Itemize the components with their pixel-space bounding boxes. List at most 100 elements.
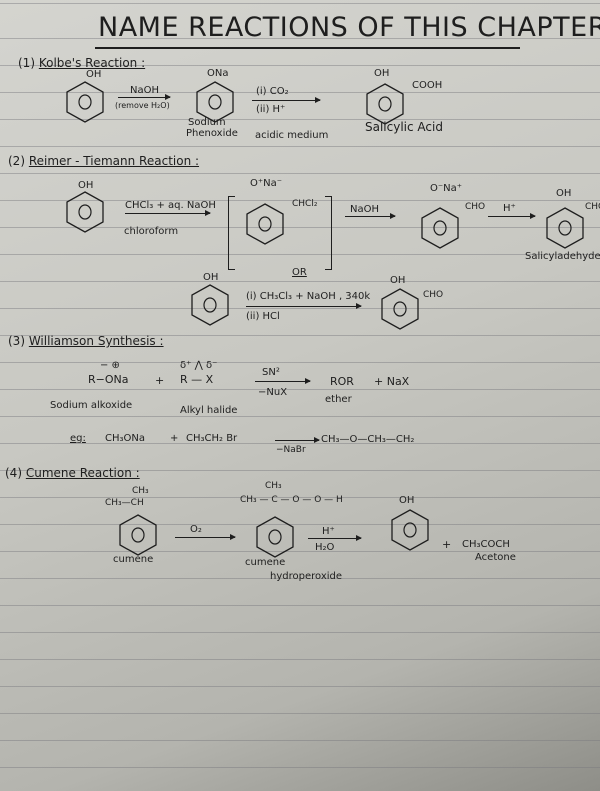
plus-sign: + [155,374,165,387]
williamson-heading: (3) Williamson Synthesis : [8,335,164,347]
cooh-group: COOH [412,80,443,91]
label: Sodium alkoxide [50,400,133,411]
benzene-ring [65,190,105,234]
reaction-arrow [125,210,211,216]
section-number: (2) [8,154,25,168]
product: CH₃COCH [462,539,510,550]
reagent: H⁺ [322,526,335,537]
left-bracket [228,196,235,270]
reagent: (ii) HCl [246,311,280,322]
ch3-group: CH₃ [265,481,282,491]
reaction-arrow [345,213,396,219]
oh-group: OH [374,68,390,79]
reaction-arrow [118,94,171,100]
partial-charges: δ⁺ ⋀ δ⁻ [180,360,218,371]
product: + NaX [374,375,410,388]
benzene-ring [65,80,105,124]
label: cumene [113,554,154,565]
reaction-arrow [308,535,362,541]
cumene-heading: (4) Cumene Reaction : [5,467,140,479]
ona-group: O⁻Na⁺ [430,183,463,194]
benzene-ring [390,508,430,552]
product-name: Salicyladehyde [525,251,600,262]
reimer-heading: (2) Reimer - Tiemann Reaction : [8,155,199,167]
reaction-arrow [488,213,536,219]
isopropyl-group: CH₃—CH [105,498,144,508]
section-title: Williamson Synthesis : [28,334,164,348]
oh-group: OH [390,275,406,286]
benzene-ring [195,80,235,124]
example-label: eg: [70,433,86,444]
reaction-arrow [255,378,311,384]
section-title: Kolbe's Reaction : [38,56,146,70]
reactant: CH₃CH₂ Br [186,433,238,444]
reaction-arrow [275,437,320,443]
benzene-ring [190,283,230,327]
benzene-ring [255,515,295,559]
or-label: OR [292,267,307,278]
reactant: R — X [180,373,214,386]
benzene-ring [545,206,585,250]
benzene-ring [118,513,158,557]
right-bracket [325,196,332,270]
title-underline [95,47,520,49]
cho-group: CHO [585,202,600,212]
product-name: Salicylic Acid [365,120,443,134]
product-name: Acetone [475,552,516,563]
reagent: (ii) H⁺ [256,104,286,115]
reagent: H₂O [315,542,335,553]
reagent: H⁺ [503,203,516,214]
reagent: SN² [262,367,280,378]
section-title: Cumene Reaction : [25,466,140,480]
reagent: (i) CO₂ [256,86,289,97]
reagent: NaOH [350,204,379,215]
kolbe-heading: (1) Kolbe's Reaction : [18,57,145,69]
oh-group: OH [86,69,102,80]
oh-group: OH [78,180,94,191]
product: CH₃—O—CH₃—CH₂ [321,434,415,445]
oh-group: OH [203,272,219,283]
chcl2-group: CHCl₂ [292,199,318,209]
benzene-ring [380,287,420,331]
benzene-ring [420,206,460,250]
hydroperoxide-chain: CH₃ — C — O — O — H [240,495,343,505]
label: Sodium [188,117,226,128]
label: Phenoxide [186,128,238,139]
section-title: Reimer - Tiemann Reaction : [28,154,200,168]
label: ether [325,394,352,405]
byproduct: −NaBr [276,445,306,455]
label: hydroperoxide [270,571,343,582]
reagent: (i) CH₃Cl₃ + NaOH , 340k [246,291,371,302]
reactant: R−ONa [88,373,129,386]
condition: (remove H₂O) [115,101,170,110]
ona-group: O⁺Na⁻ [250,178,283,189]
oh-group: OH [399,495,415,506]
cho-group: CHO [465,202,486,212]
section-number: (4) [5,466,22,480]
benzene-ring [245,202,285,246]
reagent: CHCl₃ + aq. NaOH [125,200,216,211]
reactant: CH₃ONa [105,433,145,444]
plus-sign: + [442,538,452,551]
reagent: NaOH [130,85,159,96]
section-number: (3) [8,334,25,348]
annotation: acidic medium [255,130,329,141]
product: ROR [330,375,354,388]
charges: − ⊕ [100,360,120,371]
ch3-group: CH₃ [132,486,149,496]
reagent: O₂ [190,524,202,535]
benzene-ring [365,82,405,126]
plus-sign: + [170,433,179,444]
label: Alkyl halide [180,405,238,416]
reaction-arrow [246,303,362,309]
ona-group: ONa [207,68,229,79]
byproduct: −NuX [258,387,288,398]
cho-group: CHO [423,290,444,300]
section-number: (1) [18,56,35,70]
reaction-arrow [252,97,321,103]
label: cumene [245,557,286,568]
reaction-arrow [175,534,236,540]
annotation: chloroform [124,226,179,237]
page-title: NAME REACTIONS OF THIS CHAPTER [98,12,600,43]
